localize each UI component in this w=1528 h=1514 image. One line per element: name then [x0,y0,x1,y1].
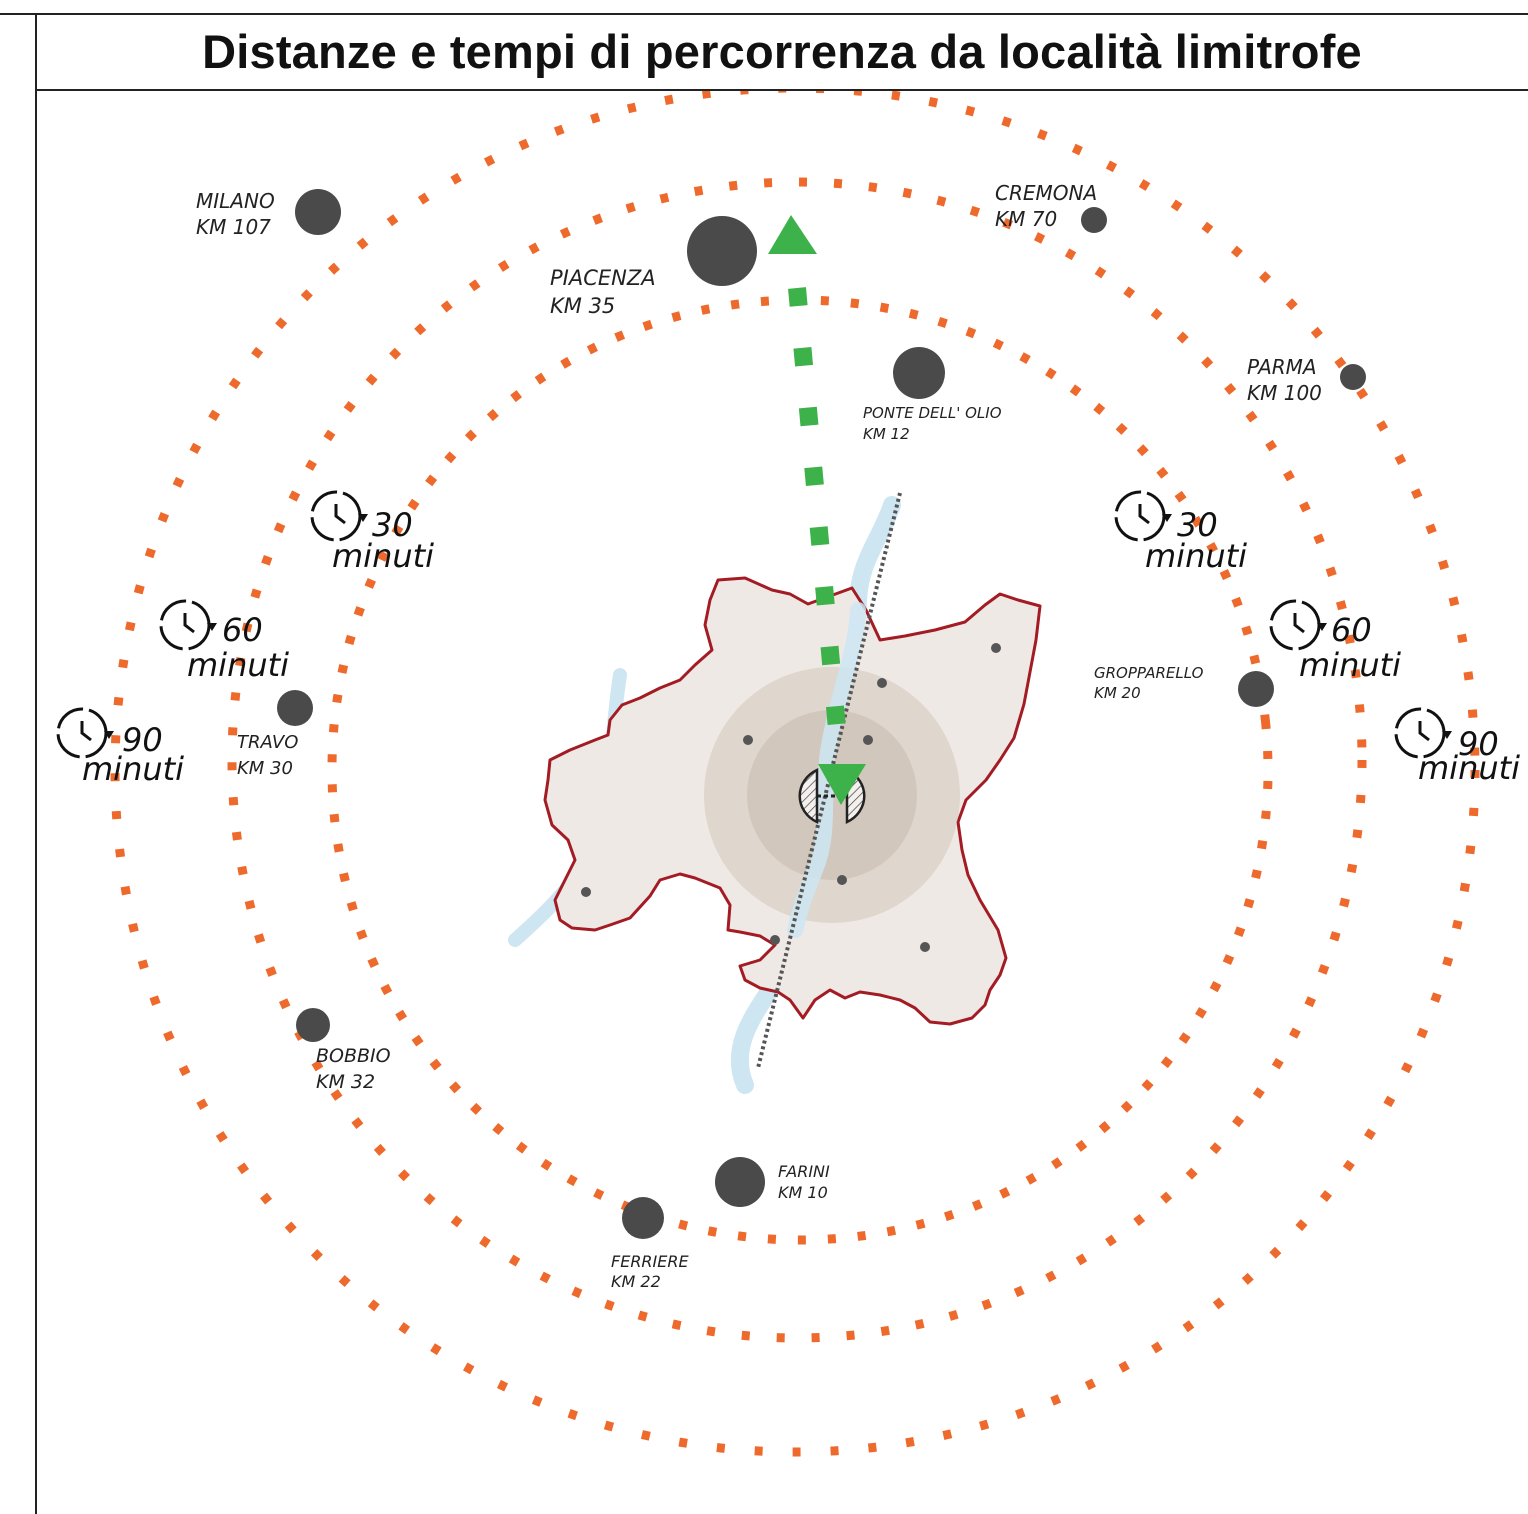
label-farini-name: FARINI [778,1162,830,1181]
label-ferriere-km: KM 22 [611,1272,661,1291]
frame-left-rule [35,13,37,1514]
time-right90-value: 90 [1458,725,1499,763]
label-piacenza-name: PIACENZA [550,266,656,290]
marker-ferriere [622,1197,664,1239]
marker-cremona [1081,207,1107,233]
label-piacenza-km: KM 35 [550,294,615,318]
label-cremona-km: KM 70 [995,207,1057,231]
time-right60-value: 60 [1331,611,1372,649]
time-labels: 30 minuti 60 minuti 90 minuti [56,490,1520,788]
label-travo-km: KM 30 [237,758,293,779]
time-left90-unit: minuti [82,750,184,788]
time-right90-unit: minuti [1418,749,1520,787]
ring-30-minutes [327,295,1273,1245]
marker-parma [1340,364,1366,390]
time-right30-value: 30 [1177,506,1218,544]
label-gropparello-name: GROPPARELLO [1094,664,1204,682]
ring-90-minutes [110,91,1480,1457]
clock-icon [1269,599,1327,651]
label-milano-km: KM 107 [196,215,271,239]
municipality-territory [543,576,1042,1026]
time-left60-value: 60 [222,611,263,649]
label-gropparello-km: KM 20 [1094,684,1141,702]
rings [110,91,1480,1457]
city-markers [277,189,1366,1239]
label-ponte-name: PONTE DELL' OLIO [863,404,1002,422]
marker-bobbio [296,1008,330,1042]
marker-milano [295,189,341,235]
clock-icon [310,490,368,542]
local-points [581,643,1001,952]
label-travo-name: TRAVO [237,732,298,753]
label-ferriere-name: FERRIERE [611,1252,689,1271]
label-parma-name: PARMA [1247,355,1317,379]
time-left90-value: 90 [122,721,163,759]
label-ponte-km: KM 12 [863,425,910,443]
frame-title-rule [36,89,1528,91]
route-arrow [768,215,866,805]
clock-icon [1114,490,1172,542]
label-cremona-name: CREMONA [995,181,1097,205]
time-right60-unit: minuti [1299,646,1401,684]
ring-60-minutes [227,177,1367,1343]
marker-piacenza [687,216,757,286]
time-right30-unit: minuti [1145,537,1247,575]
time-left30-value: 30 [372,506,413,544]
page-title: Distanze e tempi di percorrenza da local… [202,24,1362,78]
city-labels: MILANO KM 107 CREMONA KM 70 PIACENZA KM … [196,181,1322,1291]
label-farini-km: KM 10 [778,1183,828,1202]
time-left60-unit: minuti [187,646,289,684]
time-left30-unit: minuti [332,537,434,575]
marker-travo [277,690,313,726]
label-milano-name: MILANO [196,189,275,213]
label-bobbio-km: KM 32 [316,1071,375,1093]
marker-gropparello [1238,671,1274,707]
frame-top-rule [0,13,1528,15]
marker-farini [715,1157,765,1207]
label-parma-km: KM 100 [1247,381,1322,405]
clock-icon [1394,707,1452,759]
river-nure-overlay [787,602,866,938]
label-bobbio-name: BOBBIO [316,1045,391,1067]
clock-icon [159,599,217,651]
marker-ponte [893,347,945,399]
town-centre-symbol [798,768,866,824]
clock-icon [56,707,114,759]
